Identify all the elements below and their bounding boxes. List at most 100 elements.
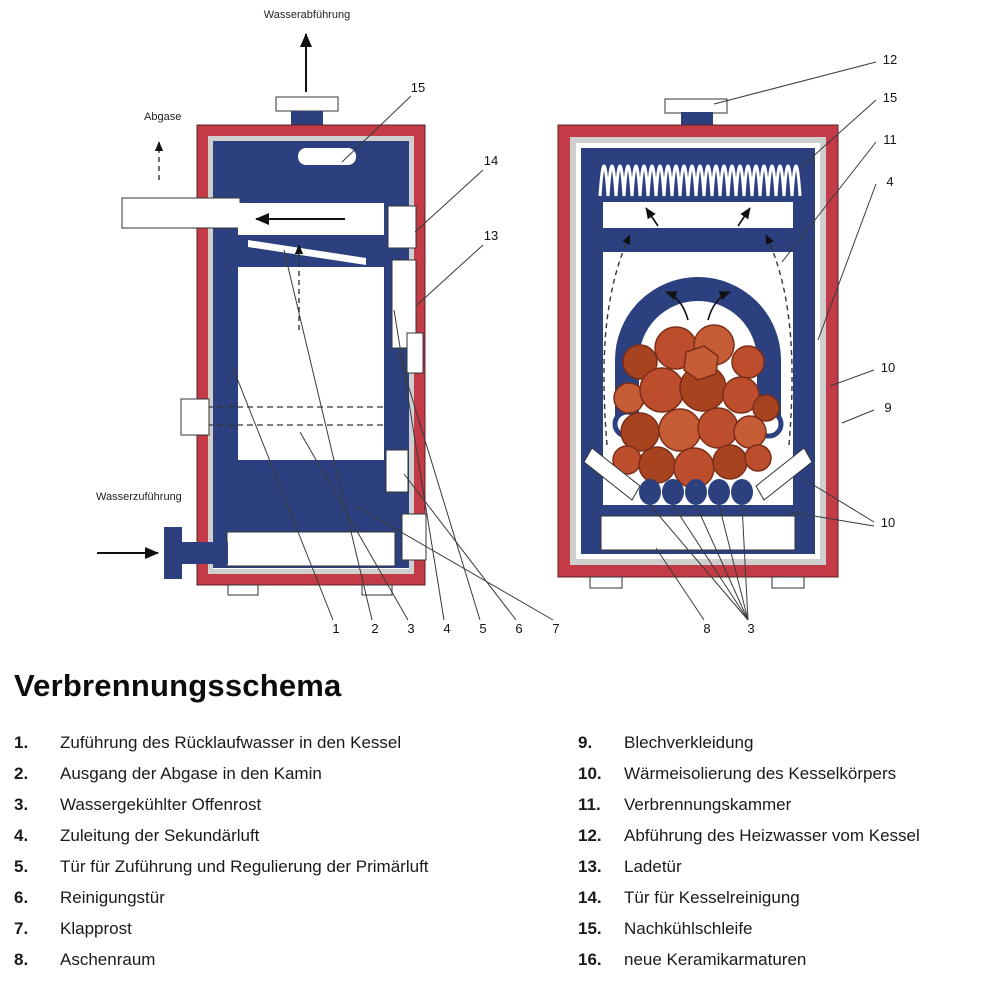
callout-15-left: 15 [411, 80, 425, 95]
left-foot-1 [227, 584, 259, 596]
legend-right-column: 9. Blechverkleidung 10. Wärmeisolierung … [578, 733, 993, 981]
callout-5: 5 [479, 621, 486, 636]
legend-item: 6. Reinigungstür [14, 888, 564, 919]
label-wasserabfuehrung: Wasserabführung [264, 9, 350, 21]
inlet-pipe [182, 542, 228, 564]
legend-item-number: 8. [14, 950, 29, 969]
flame-arrow-left [665, 291, 689, 321]
leader-15-right [799, 99, 877, 169]
top-slot [298, 148, 356, 165]
leader-10a [829, 369, 875, 387]
legend-item-number: 10. [578, 764, 602, 783]
legend-item-number: 9. [578, 733, 593, 752]
gas-path-right [765, 234, 793, 446]
leader-3-fan [649, 504, 749, 621]
legend-item: 15. Nachkühlschleife [578, 919, 993, 950]
cooling-coil [598, 164, 802, 197]
callout-4-right: 4 [886, 174, 893, 189]
leader-4-left [393, 309, 445, 621]
chimney-flange [275, 96, 339, 112]
legend-item-text: Zuführung des Rücklaufwasser in den Kess… [60, 733, 402, 752]
ash-door [401, 513, 427, 561]
callout-11: 11 [883, 132, 897, 147]
legend-item-text: Wärmeisolierung des Kesselkörpers [624, 764, 897, 783]
legend-item-number: 3. [14, 795, 29, 814]
callout-13: 13 [484, 228, 498, 243]
legend-item: 13. Ladetür [578, 857, 993, 888]
callout-3-left: 3 [407, 621, 414, 636]
legend-item: 12. Abführung des Heizwasser vom Kessel [578, 826, 993, 857]
leader-5 [397, 351, 481, 621]
legend-item-text: Abführung des Heizwasser vom Kessel [624, 826, 920, 845]
legend-item-number: 13. [578, 857, 602, 876]
grate-duct-stub [180, 398, 210, 436]
legend-item-number: 16. [578, 950, 602, 969]
legend-item-number: 6. [14, 888, 29, 907]
leader-1 [232, 367, 334, 621]
legend-item-text: Klapprost [60, 919, 132, 938]
flue-duct [121, 197, 241, 229]
leader-11 [781, 141, 877, 263]
legend-item: 16. neue Keramikarmaturen [578, 950, 993, 981]
legend-item: 4. Zuleitung der Sekundärluft [14, 826, 564, 857]
legend-item: 10. Wärmeisolierung des Kesselkörpers [578, 764, 993, 795]
side-channel-right [755, 447, 813, 501]
ash-chamber-left [226, 531, 396, 567]
leader-13 [416, 244, 484, 306]
leader-6 [403, 473, 517, 621]
leader-10b-2 [789, 511, 875, 527]
right-boiler-section: 12 15 11 4 10 9 10 8 3 [557, 52, 897, 636]
legend-item-number: 7. [14, 919, 29, 938]
legend-item: 2. Ausgang der Abgase in den Kamin [14, 764, 564, 795]
legend-item-text: Tür für Kesselreinigung [624, 888, 800, 907]
leader-8 [655, 547, 705, 621]
flue-arrow-left [645, 207, 659, 227]
legend-item-text: Verbrennungskammer [624, 795, 792, 814]
wood-logs [612, 324, 780, 489]
leader-14 [414, 169, 484, 233]
leader-2 [283, 249, 373, 621]
leader-7 [355, 505, 554, 621]
door-upper [387, 205, 417, 249]
water-cooled-grate [639, 479, 753, 505]
legend-item-number: 12. [578, 826, 602, 845]
legend-item: 11. Verbrennungskammer [578, 795, 993, 826]
flue-arrow-right [737, 207, 751, 227]
label-wasserzufuehrung: Wasserzuführung [96, 491, 182, 503]
legend-item: 7. Klapprost [14, 919, 564, 950]
right-foot-2 [771, 576, 805, 589]
legend-item-text: Tür für Zuführung und Regulierung der Pr… [60, 857, 429, 876]
boiler-diagram: Wasserabführung [96, 9, 897, 636]
callout-9: 9 [884, 400, 891, 415]
leader-3-left [299, 431, 409, 621]
legend-item: 14. Tür für Kesselreinigung [578, 888, 993, 919]
left-foot-2 [361, 584, 393, 596]
callout-2: 2 [371, 621, 378, 636]
left-boiler-section: Wasserabführung [96, 9, 560, 636]
legend-item-text: Ausgang der Abgase in den Kamin [60, 764, 322, 783]
legend-item-number: 4. [14, 826, 29, 845]
flue-band [603, 202, 793, 228]
label-abgase: Abgase [144, 111, 181, 123]
leader-12 [713, 61, 877, 105]
secondary-air-arch [615, 277, 781, 424]
callout-10b: 10 [881, 515, 895, 530]
legend-item: 5. Tür für Zuführung und Regulierung der… [14, 857, 564, 888]
callout-14: 14 [484, 153, 498, 168]
legend-item-text: neue Keramikarmaturen [624, 950, 807, 969]
callout-15-right: 15 [883, 90, 897, 105]
callout-10a: 10 [881, 360, 895, 375]
side-channel-left [583, 447, 641, 501]
legend-item-number: 14. [578, 888, 602, 907]
callout-4-left: 4 [443, 621, 450, 636]
callout-3-right: 3 [747, 621, 754, 636]
legend-item-number: 1. [14, 733, 29, 752]
callout-8: 8 [703, 621, 710, 636]
legend-item: 1. Zuführung des Rücklaufwasser in den K… [14, 733, 564, 764]
cleaning-door [385, 449, 409, 493]
leader-10b-1 [801, 477, 875, 523]
legend-item-text: Ladetür [624, 857, 682, 876]
legend-item: 9. Blechverkleidung [578, 733, 993, 764]
legend-item-text: Zuleitung der Sekundärluft [60, 826, 260, 845]
